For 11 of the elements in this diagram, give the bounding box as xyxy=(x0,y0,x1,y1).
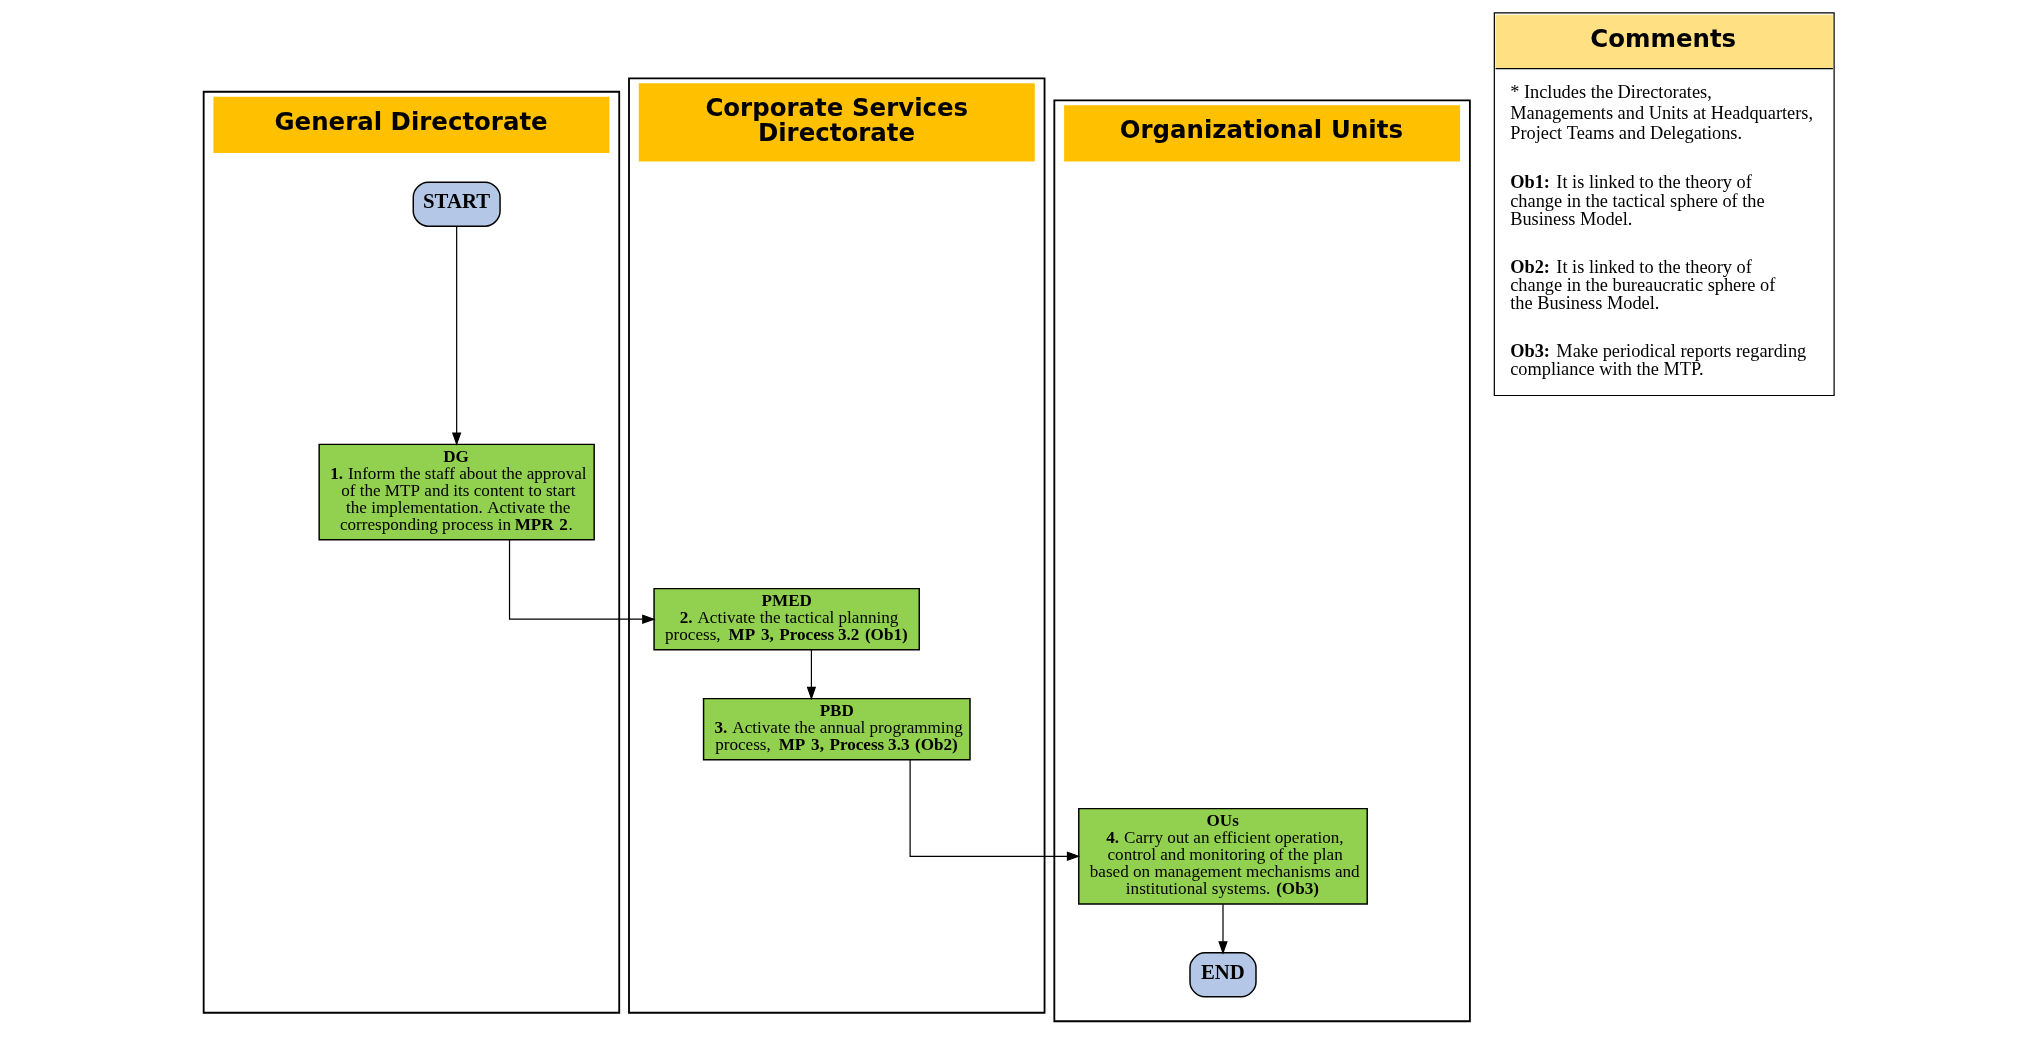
node-box: END xyxy=(1189,952,1257,998)
arrow xyxy=(508,539,656,624)
arrow xyxy=(806,649,817,701)
node-box: PBD 3. Activate the annual programming process, MP 3, Process 3.3 (Ob2) xyxy=(702,697,971,761)
node-box: START xyxy=(412,181,501,227)
node-box: PMED 2. Activate the tactical planning process, MP 3, Process 3.2 (Ob1) xyxy=(653,587,920,651)
node-box: DG 1. Inform the staff about the approval of the MTP and its content to start the implementation. Activate the corresponding process in MPR 2. xyxy=(318,443,595,541)
arrow xyxy=(451,225,462,446)
node-box: OUs 4. Carry out an efficient operation, control and monitoring of the plan based on management mechanisms and institutional systems. (Ob3) xyxy=(1078,807,1368,905)
arrow xyxy=(909,759,1081,861)
arrow xyxy=(1218,903,1228,955)
